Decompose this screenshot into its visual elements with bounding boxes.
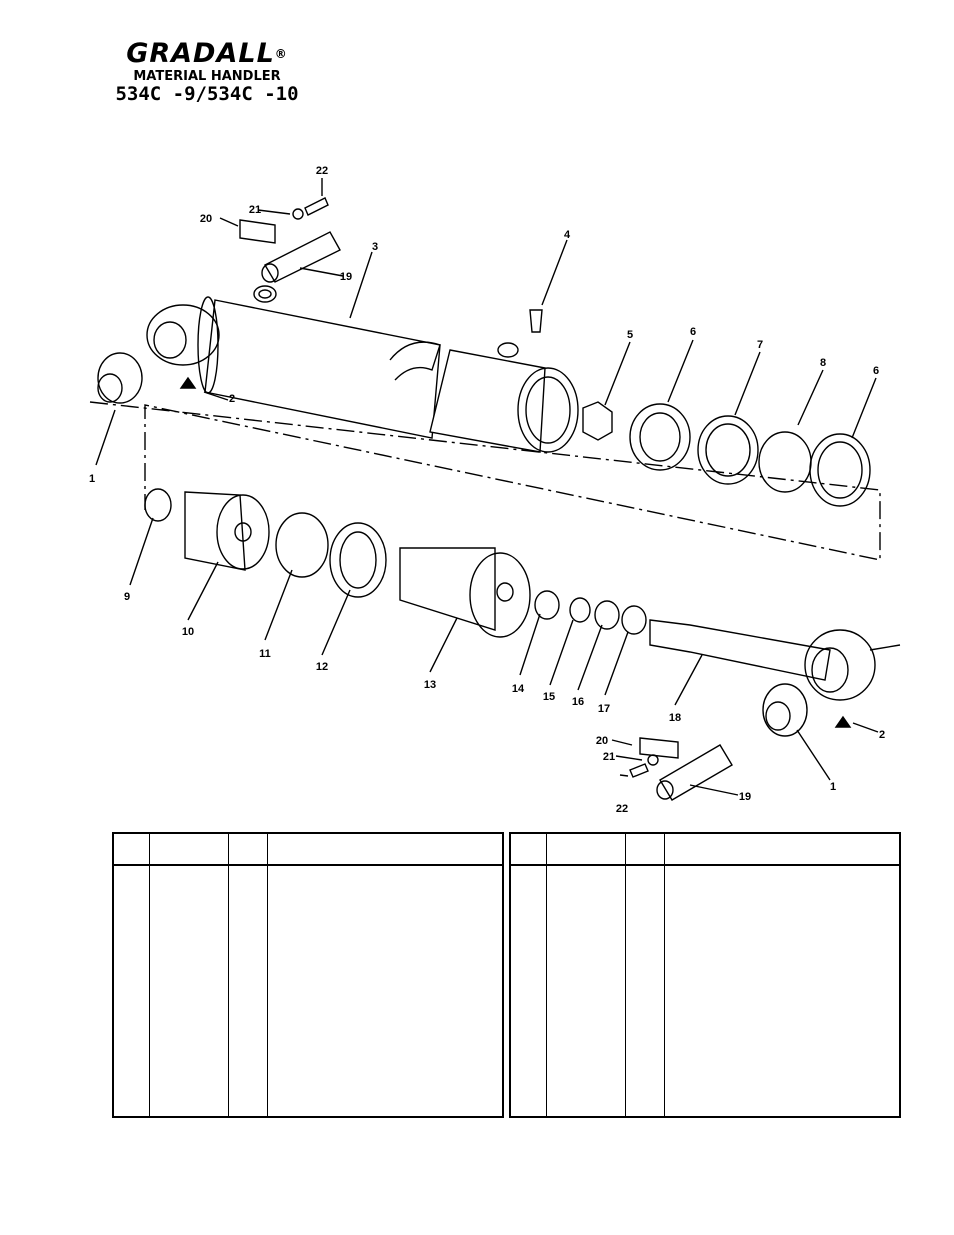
callout-10: 10 (182, 626, 194, 638)
header-cell (664, 833, 901, 866)
callout-13: 13 (424, 679, 436, 691)
callout-8: 8 (820, 357, 826, 369)
callout-22-bottom: 22 (616, 803, 628, 815)
callout-20-top: 20 (200, 213, 212, 225)
table-cell (625, 865, 665, 1117)
callout-16: 16 (572, 696, 584, 708)
callout-3: 3 (372, 241, 378, 253)
model-number: 534C -9/534C -10 (115, 83, 299, 105)
header-cell (228, 833, 268, 866)
brand-subtitle: MATERIAL HANDLER (133, 69, 281, 84)
table-body-row (509, 865, 901, 1117)
header-cell (112, 833, 150, 866)
callout-6-second: 6 (873, 365, 879, 377)
table-body-row (112, 865, 504, 1117)
table-cell (509, 865, 547, 1117)
callout-11: 11 (259, 648, 271, 660)
header-cell (625, 833, 665, 866)
exploded-parts-diagram: 1 1 2 2 3 4 5 6 6 7 8 9 10 11 12 13 14 1… (89, 165, 901, 815)
callout-1-top: 1 (89, 473, 95, 485)
callout-12: 12 (316, 661, 328, 673)
callout-21-bottom: 21 (603, 751, 615, 763)
brand-header: GRADALL® MATERIAL HANDLER 534C -9/534C -… (112, 38, 302, 105)
parts-table-left (112, 832, 504, 1118)
parts-table-right (509, 832, 901, 1118)
callout-17: 17 (598, 703, 610, 715)
callout-2-bottom: 2 (879, 729, 885, 741)
callout-15: 15 (543, 691, 555, 703)
header-cell (546, 833, 626, 866)
callout-1-bottom: 1 (830, 781, 836, 793)
table-cell (267, 865, 504, 1117)
callout-19-bottom: 19 (739, 791, 751, 803)
callout-20-bottom: 20 (596, 735, 608, 747)
callout-18: 18 (669, 712, 681, 724)
header-cell (267, 833, 504, 866)
table-cell (149, 865, 229, 1117)
header-cell (149, 833, 229, 866)
table-cell (546, 865, 626, 1117)
header-cell (509, 833, 547, 866)
registered-mark: ® (274, 47, 288, 61)
table-cell (664, 865, 901, 1117)
callout-22-top: 22 (316, 165, 328, 177)
callout-7: 7 (757, 339, 763, 351)
table-cell (228, 865, 268, 1117)
callout-6-first: 6 (690, 326, 696, 338)
callout-19-top: 19 (340, 271, 352, 283)
brand-name: GRADALL® (126, 38, 288, 69)
callout-5: 5 (627, 329, 633, 341)
callout-14: 14 (512, 683, 525, 695)
table-header-row (112, 833, 504, 866)
callout-9: 9 (124, 591, 130, 603)
callout-2-top: 2 (229, 393, 235, 405)
callout-4: 4 (564, 229, 571, 241)
table-header-row (509, 833, 901, 866)
callout-21-top: 21 (249, 204, 261, 216)
table-cell (112, 865, 150, 1117)
